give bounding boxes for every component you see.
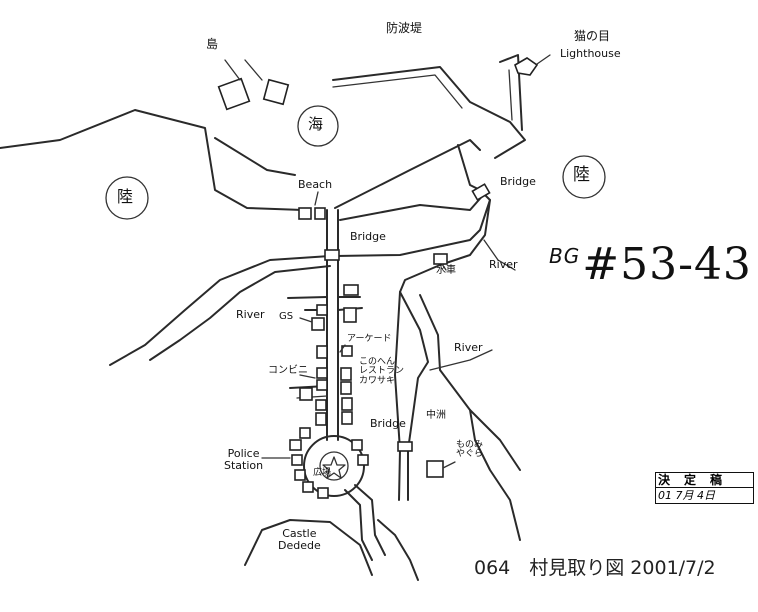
gs-leader bbox=[299, 317, 313, 323]
castle-wall-right bbox=[377, 519, 419, 581]
convenience-leader bbox=[299, 374, 316, 379]
cats-eye-label: 猫の目 bbox=[574, 29, 611, 43]
lighthouse-leader bbox=[536, 54, 551, 65]
beach-coast-lower bbox=[339, 192, 486, 221]
land-right-label: 陸 bbox=[573, 165, 590, 185]
breakwater-label: 防波堤 bbox=[386, 21, 423, 35]
castle-road bbox=[354, 484, 386, 556]
lighthouse-pier-inner bbox=[508, 69, 513, 121]
gs-label: GS bbox=[279, 311, 294, 322]
river-middle-bank-2 bbox=[419, 294, 521, 471]
castle-wall bbox=[244, 519, 373, 576]
street-buildings bbox=[289, 284, 369, 499]
island-2 bbox=[262, 78, 290, 106]
approval-stamp: 決定稿 01 7月 4日 bbox=[655, 472, 754, 504]
castle-label: Castle Dedede bbox=[278, 527, 321, 552]
lighthouse-label: Lighthouse bbox=[560, 47, 621, 60]
land-left-circle bbox=[105, 176, 149, 220]
bridge-top-right bbox=[471, 183, 491, 201]
sandbar-label: 中洲 bbox=[426, 410, 446, 421]
river-right-label: River bbox=[489, 258, 518, 271]
watchtower-label: ものみ やぐら bbox=[456, 440, 484, 460]
island-1 bbox=[217, 77, 251, 111]
river-left-bank-2 bbox=[149, 265, 331, 361]
river-left-bank bbox=[109, 255, 331, 366]
beach-leader bbox=[314, 191, 319, 206]
land-right-circle bbox=[562, 155, 606, 199]
island-leader bbox=[224, 59, 263, 81]
breakwater-edge bbox=[332, 74, 463, 109]
river-right-bank bbox=[335, 144, 491, 257]
sea-label: 海 bbox=[308, 115, 324, 133]
bridge-center-label: Bridge bbox=[350, 230, 386, 243]
lighthouse-building bbox=[514, 57, 539, 76]
watchtower-leader bbox=[442, 461, 456, 469]
convenience-label: コンビニ bbox=[268, 365, 308, 376]
river-right-channel bbox=[483, 239, 516, 271]
breakwater bbox=[332, 66, 526, 159]
mill-label: 水車 bbox=[436, 265, 456, 276]
river-left-label: River bbox=[236, 308, 265, 321]
coastline-left-inner bbox=[214, 137, 296, 176]
coastline-left bbox=[0, 109, 304, 211]
bridge-lower bbox=[397, 441, 413, 452]
sea-circle bbox=[297, 105, 339, 147]
beach-label: Beach bbox=[298, 178, 333, 191]
bridge-lower-label: Bridge bbox=[370, 417, 406, 430]
river-lower-right bbox=[469, 409, 521, 541]
beach-house-1 bbox=[298, 207, 312, 220]
beach-house-2 bbox=[314, 207, 326, 220]
cross-street-1 bbox=[287, 296, 361, 299]
sheet-caption: 064 村見取り図 2001/7/2 bbox=[474, 557, 716, 579]
island-label: 島 bbox=[206, 37, 219, 51]
castle-road-2 bbox=[344, 489, 373, 561]
lighthouse-pier bbox=[499, 54, 523, 131]
police-station-label: Police Station bbox=[224, 447, 264, 472]
restaurant-label: このへん レストラン カワサキ bbox=[359, 357, 405, 386]
watermill bbox=[433, 253, 448, 265]
plaza-ring-inner bbox=[319, 451, 349, 481]
river-middle-branch bbox=[429, 349, 493, 371]
bg-prefix: BG bbox=[549, 244, 581, 269]
land-left-label: 陸 bbox=[117, 187, 134, 206]
stamp-title: 決定稿 bbox=[656, 473, 753, 488]
plaza-ring-outer bbox=[303, 435, 365, 497]
arcade-leader bbox=[339, 344, 346, 353]
river-middle-label: River bbox=[454, 341, 483, 354]
arcade-label: アーケード bbox=[347, 334, 392, 344]
bg-number-value: #53-43 bbox=[582, 239, 752, 290]
bridge-center bbox=[324, 249, 340, 261]
plaza-star bbox=[322, 456, 346, 479]
plaza-label: 広場 bbox=[313, 468, 332, 478]
watchtower bbox=[426, 460, 444, 478]
river-right-bank-2 bbox=[399, 199, 491, 293]
mill-leader bbox=[441, 263, 447, 271]
beach-coast bbox=[334, 139, 481, 209]
river-middle-bank bbox=[399, 291, 429, 501]
river-middle-bank-3 bbox=[394, 291, 401, 501]
bridge-top-right-label: Bridge bbox=[500, 175, 536, 188]
bg-number: BG#53-43 bbox=[549, 239, 752, 290]
stamp-date: 01 7月 4日 bbox=[658, 489, 715, 502]
